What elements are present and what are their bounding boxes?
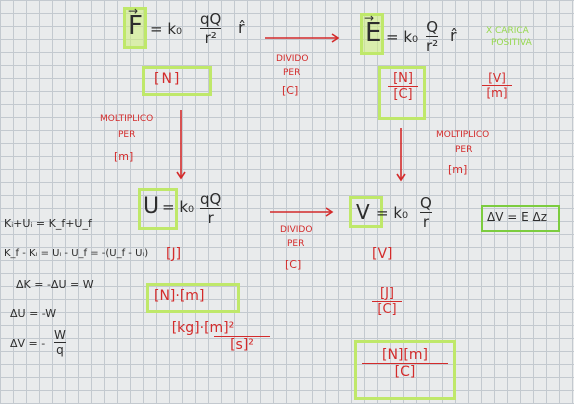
field-unit-nc-num: [N] — [393, 71, 413, 86]
delta-v-equation: ΔV = E Δz — [487, 210, 548, 224]
field-unit-nc-bar — [388, 86, 418, 87]
force-vector-arrow-icon: → — [128, 4, 139, 18]
force-numerator: qQ — [200, 10, 222, 28]
arrow-top-label-1: DIVIDO — [276, 54, 309, 64]
force-unit-hat: r̂ — [238, 18, 245, 37]
energy-line-2: K_f - Kᵢ = Uᵢ - U_f = -(U_f - Uᵢ) — [4, 248, 149, 259]
energy-fraction-bar — [200, 208, 222, 209]
potential-unit-v: [V] — [372, 246, 393, 262]
field-symbol: E — [365, 18, 382, 48]
arrow-left-label-3: [m] — [114, 150, 134, 163]
field-denominator: r² — [426, 37, 439, 55]
highlight-n-unit — [142, 66, 212, 96]
field-unit-hat: r̂ — [450, 26, 457, 45]
potential-unit-jc-bar — [372, 301, 402, 302]
force-fraction-bar — [200, 28, 222, 29]
positive-charge-note-1: X CARICA — [486, 26, 529, 36]
field-numerator: Q — [426, 18, 438, 36]
arrow-top-label-2: PER — [283, 68, 301, 78]
energy-line-5: ΔV = - — [10, 337, 46, 350]
highlight-nmc-unit — [354, 340, 456, 400]
energy-unit-kg-bar — [214, 336, 270, 337]
field-vector-arrow-icon: → — [364, 11, 375, 25]
highlight-v — [349, 196, 383, 228]
field-unit-nc-den: [C] — [393, 87, 413, 102]
field-unit-nc: [N] [C] — [388, 71, 418, 102]
force-unit: [N] — [154, 71, 182, 87]
energy-line-3: ΔK = -ΔU = W — [16, 278, 94, 291]
energy-symbol: U — [143, 194, 160, 219]
arrow-right-label-3: [m] — [448, 163, 468, 176]
field-unit-vm: [V] [m] — [482, 71, 512, 100]
potential-unit-jc: [J] [C] — [372, 286, 402, 317]
potential-fraction-bar — [420, 212, 432, 213]
positive-charge-note-2: POSITIVA — [491, 38, 532, 48]
energy-unit-nm: [N]·[m] — [154, 288, 205, 304]
highlight-f — [124, 8, 146, 48]
arrow-bottom-label-3: [C] — [285, 258, 302, 271]
potential-numerator: Q — [420, 194, 432, 212]
potential-unit-nmc-bar — [362, 363, 448, 364]
highlight-nc-unit — [378, 66, 426, 120]
energy-unit-kg-num: [kg]·[m]² — [171, 320, 235, 336]
highlight-u — [138, 188, 178, 230]
field-unit-vm-den: [m] — [486, 86, 508, 100]
highlight-e-box — [360, 13, 384, 55]
potential-unit-nmc: [N][m] [C] — [362, 347, 448, 380]
energy-line-4: ΔU = -W — [10, 307, 57, 320]
energy-line-5-fraction: W q — [54, 328, 66, 357]
energy-fraction: qQ r — [200, 190, 222, 227]
potential-fraction: Q r — [420, 194, 432, 231]
potential-unit-jc-den: [C] — [377, 302, 397, 317]
potential-symbol: V — [356, 200, 370, 224]
arrow-top-label-3: [C] — [282, 84, 299, 97]
field-eq-rest: = k₀ — [386, 28, 419, 46]
force-symbol: F — [128, 11, 143, 41]
highlight-f-box — [123, 7, 147, 49]
energy-unit-kg: [kg]·[m]² [s]² — [136, 320, 270, 353]
arrow-right-label-2: PER — [455, 145, 473, 155]
energy-line-5-den: q — [56, 343, 64, 357]
arrow-bottom-label-2: PER — [287, 239, 305, 249]
arrow-right-label-1: MOLTIPLICO — [436, 130, 490, 140]
arrow-bottom-label-1: DIVIDO — [280, 225, 313, 235]
field-unit-vm-num: [V] — [488, 71, 506, 85]
field-unit-vm-bar — [482, 85, 512, 86]
potential-unit-nmc-den: [C] — [394, 364, 416, 380]
energy-line-5-num: W — [54, 328, 66, 342]
energy-unit-j: [J] — [166, 246, 182, 262]
force-eq-rest: = k₀ — [150, 20, 183, 38]
potential-unit-nmc-num: [N][m] — [382, 347, 428, 363]
force-fraction: qQ r² — [200, 10, 222, 47]
energy-eq-rest: = k₀ — [162, 198, 195, 216]
field-fraction: Q r² — [426, 18, 439, 55]
arrow-left-label-2: PER — [118, 130, 136, 140]
field-fraction-bar — [426, 36, 439, 37]
energy-denominator: r — [207, 209, 214, 227]
energy-unit-kg-den: [s]² — [230, 337, 254, 353]
energy-line-5-bar — [54, 342, 66, 343]
potential-unit-jc-num: [J] — [380, 286, 394, 301]
highlight-nm-unit — [146, 283, 240, 313]
potential-eq-rest: = k₀ — [376, 204, 409, 222]
arrow-left-label-1: MOLTIPLICO — [100, 114, 154, 124]
energy-numerator: qQ — [200, 190, 222, 208]
highlight-e — [361, 14, 383, 54]
energy-line-1: Kᵢ+Uᵢ = K_f+U_f — [4, 217, 92, 230]
force-denominator: r² — [204, 29, 217, 47]
potential-denominator: r — [422, 213, 429, 231]
delta-box — [481, 205, 560, 232]
